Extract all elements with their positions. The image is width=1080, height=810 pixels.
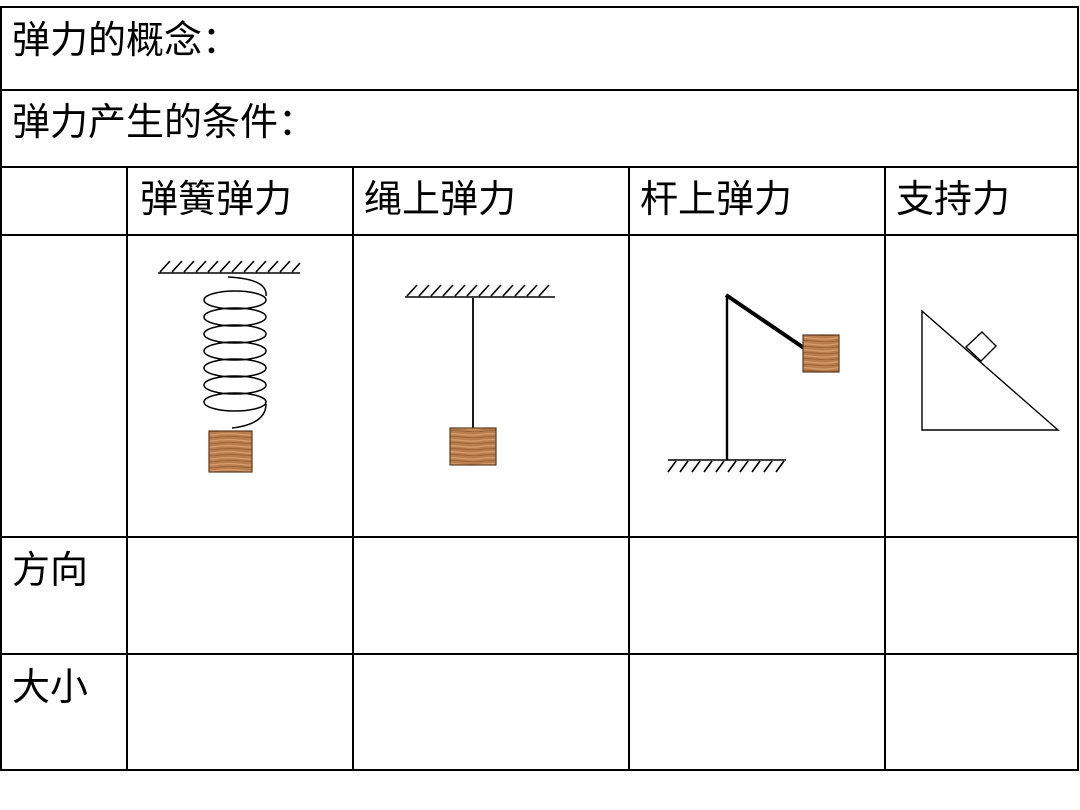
rod-diagram [667, 293, 840, 473]
header-spring-force: 弹簧弹力 [140, 177, 293, 221]
condition-label: 弹力产生的条件： [12, 100, 317, 144]
table-col-divider-2 [352, 166, 354, 771]
incline-diagram [921, 309, 1060, 431]
rod-block [802, 334, 840, 373]
rope-ceiling-hatch [405, 284, 555, 298]
force-table: 弹力的概念： 弹力产生的条件： 弹簧弹力 绳上弹力 杆上弹力 支持力 方向 大小 [0, 6, 1079, 771]
spring-ceiling-hatch [158, 260, 301, 274]
spring-coil [203, 276, 267, 429]
concept-label: 弹力的概念： [12, 18, 241, 62]
table-col-divider-1 [126, 166, 128, 771]
row-label-magnitude: 大小 [12, 665, 89, 709]
rope-diagram [405, 284, 555, 466]
incline-small-block [964, 331, 997, 362]
table-border-row2 [0, 166, 1079, 168]
header-rope-force: 绳上弹力 [364, 177, 517, 221]
row-label-direction: 方向 [12, 548, 89, 592]
table-border-row1 [0, 89, 1079, 91]
table-border-right [1077, 6, 1079, 771]
table-border-bottom [0, 769, 1079, 771]
header-rod-force: 杆上弹力 [640, 177, 793, 221]
table-col-divider-4 [884, 166, 886, 771]
header-support-force: 支持力 [896, 177, 1011, 221]
rope-block [449, 427, 497, 466]
incline-triangle [921, 309, 1060, 431]
rod-ground-hatch [667, 459, 786, 473]
table-border-row5 [0, 653, 1079, 655]
spring-block [208, 430, 253, 473]
table-border-left [0, 6, 2, 771]
table-border-row3 [0, 234, 1079, 236]
table-col-divider-3 [628, 166, 630, 771]
table-border-top [0, 6, 1079, 8]
spring-diagram [158, 260, 301, 473]
table-border-row4 [0, 536, 1079, 538]
rod-arm [724, 293, 806, 350]
